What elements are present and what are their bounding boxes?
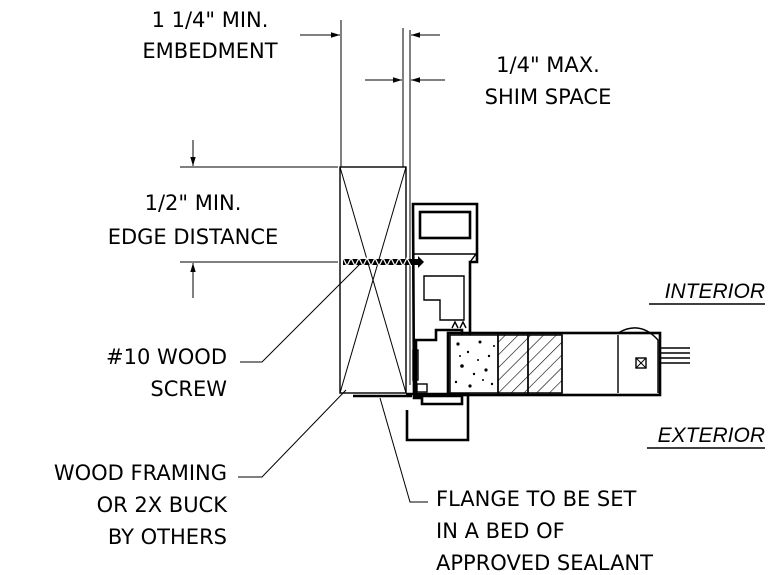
framing-label-line2: OR 2X BUCK [97,493,229,517]
glass-unit [446,320,690,397]
screw-label-line1: #10 WOOD [106,345,227,369]
framing-label-line1: WOOD FRAMING [54,461,227,485]
window-frame [353,202,479,442]
shim-label-line2: SHIM SPACE [485,85,612,109]
wood-screw [342,256,424,268]
screw-leader [240,263,361,363]
flange-leader [379,397,428,503]
embedment-label-line2: EMBEDMENT [142,39,277,63]
screw-label-line2: SCREW [150,377,227,401]
shim-label-line1: 1/4" MAX. [496,53,600,77]
flange-label-line2: IN A BED OF [436,519,565,543]
edge-distance-dimension [180,140,338,298]
framing-label-line3: BY OTHERS [108,525,227,549]
flange-label-line3: APPROVED SEALANT [436,551,653,575]
framing-leader [238,389,347,478]
embedment-dimension [300,20,440,167]
exterior-label: EXTERIOR [658,424,765,447]
flange-label-line1: FLANGE TO BE SET [436,487,637,511]
interior-label: INTERIOR [665,280,765,303]
edge-label-line1: 1/2" MIN. [145,191,242,215]
embedment-label-line1: 1 1/4" MIN. [152,8,269,32]
wood-framing [339,166,407,394]
edge-label-line2: EDGE DISTANCE [108,225,279,249]
